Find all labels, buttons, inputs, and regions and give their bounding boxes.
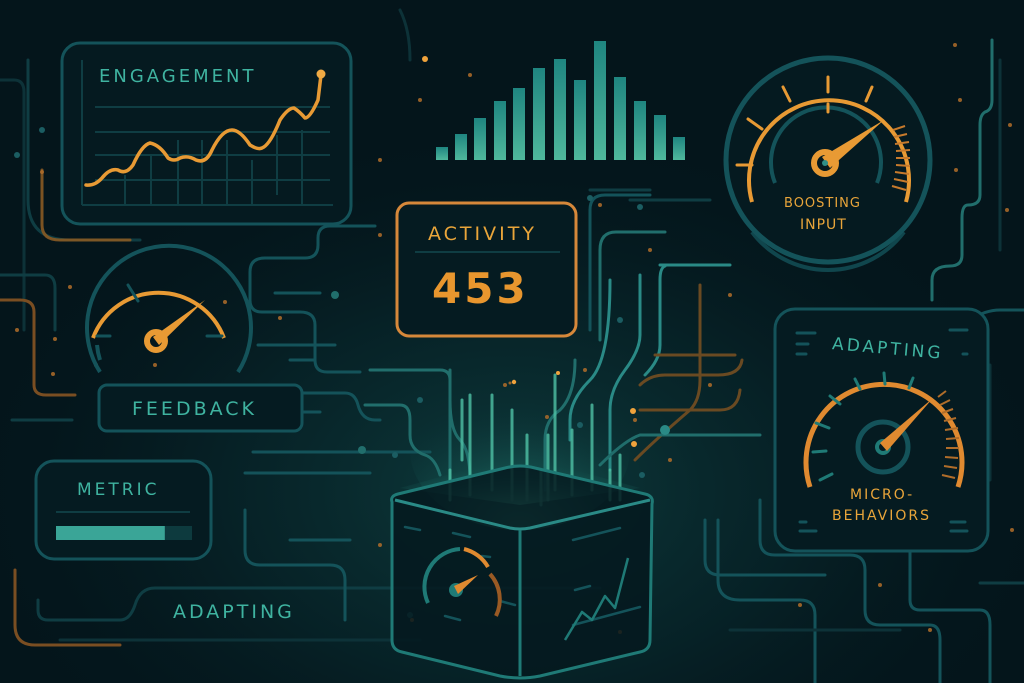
activity-label: ACTIVITY	[428, 223, 537, 245]
metric-panel	[34, 459, 213, 561]
boosting-label-line2: INPUT	[800, 217, 847, 233]
bar-chart	[436, 41, 685, 160]
box-zigzag-icon	[563, 557, 630, 641]
feedback-gauge	[85, 243, 304, 433]
central-box	[390, 370, 654, 680]
activity-panel	[395, 201, 578, 338]
engagement-end-point	[316, 69, 326, 79]
metric-progress-fill	[56, 526, 165, 540]
feedback-label: FEEDBACK	[132, 398, 257, 420]
activity-value: 453	[432, 264, 529, 313]
micro-behaviors-panel	[773, 307, 990, 553]
box-speedometer-icon	[422, 547, 502, 617]
micro-behaviors-line1: MICRO-	[850, 487, 915, 503]
boosting-label-line1: BOOSTING	[784, 196, 861, 211]
boosting-gauge	[723, 55, 933, 272]
engagement-grid	[81, 60, 333, 206]
adapting-label: ADAPTING	[173, 601, 295, 623]
circuit-lines	[0, 8, 1024, 683]
engagement-title: ENGAGEMENT	[99, 66, 257, 87]
metric-label: METRIC	[77, 480, 160, 500]
micro-behaviors-line2: BEHAVIORS	[832, 508, 931, 524]
engagement-panel	[60, 41, 353, 226]
engagement-trend-line	[84, 73, 323, 187]
